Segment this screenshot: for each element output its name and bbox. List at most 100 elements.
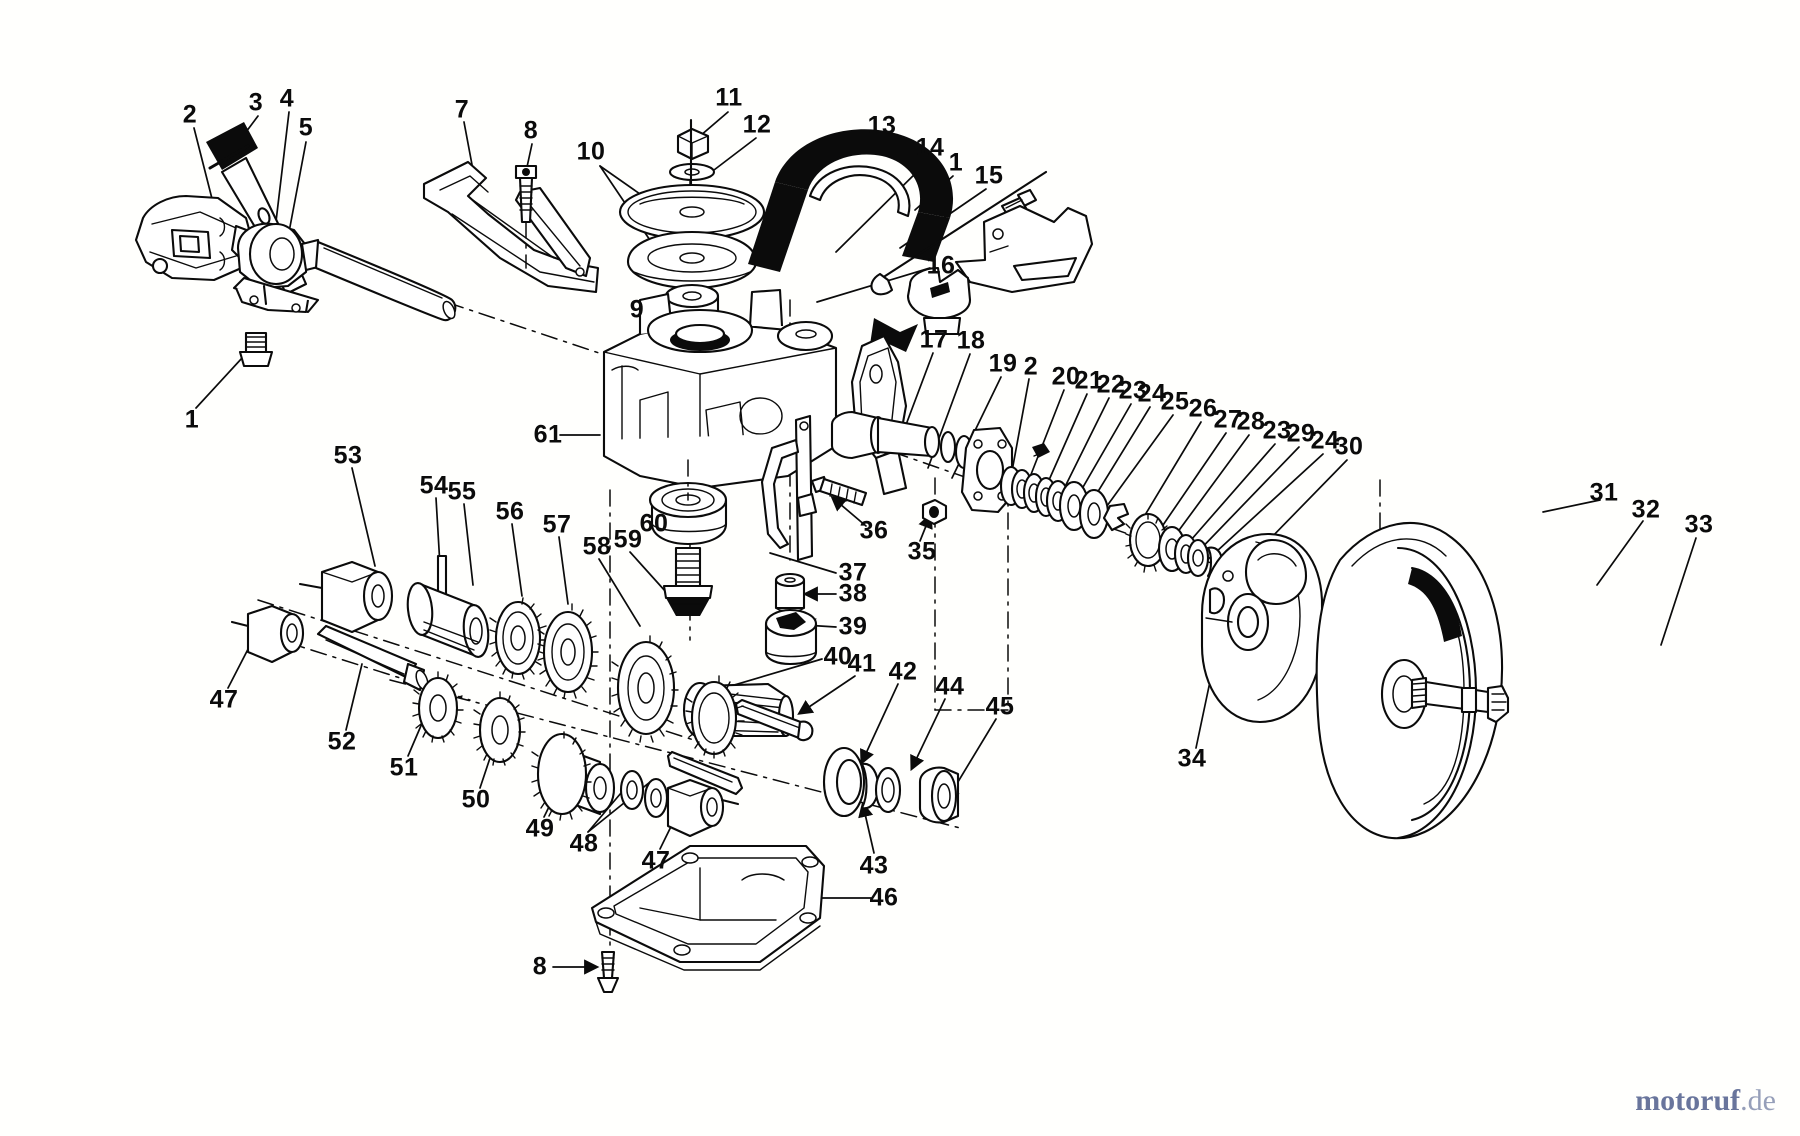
part-14-rod bbox=[870, 170, 1048, 296]
callout-5: 5 bbox=[298, 113, 314, 142]
callout-21: 21 bbox=[1074, 366, 1104, 395]
callout-9: 9 bbox=[629, 295, 645, 324]
callout-7: 7 bbox=[454, 95, 470, 124]
callout-39: 39 bbox=[838, 612, 868, 641]
part-8-screw-lower bbox=[596, 950, 620, 994]
callout-57: 57 bbox=[542, 510, 572, 539]
callout-26: 26 bbox=[1188, 394, 1218, 423]
callout-40: 40 bbox=[823, 642, 853, 671]
watermark-suffix: .de bbox=[1740, 1084, 1776, 1117]
part-58-gear bbox=[611, 635, 679, 743]
callout-32: 32 bbox=[1631, 495, 1661, 524]
callout-12: 12 bbox=[742, 110, 772, 139]
part-39-cam bbox=[764, 608, 818, 666]
callout-8-lower: 8 bbox=[532, 952, 548, 981]
callout-55: 55 bbox=[447, 477, 477, 506]
callout-1-upper-right: 1 bbox=[948, 148, 964, 177]
part-35-nut bbox=[921, 498, 948, 526]
part-38-bushing bbox=[774, 572, 806, 612]
callout-50: 50 bbox=[461, 785, 491, 814]
part-30-34-wheel-hub bbox=[1200, 532, 1324, 724]
callout-30: 30 bbox=[1334, 432, 1364, 461]
part-7-bracket bbox=[422, 160, 600, 294]
callout-28: 28 bbox=[1236, 407, 1266, 436]
callout-2-axle: 2 bbox=[1023, 352, 1039, 381]
part-41-pin bbox=[734, 698, 814, 742]
callout-35: 35 bbox=[907, 537, 937, 566]
callout-13: 13 bbox=[867, 111, 897, 140]
callout-15: 15 bbox=[974, 161, 1004, 190]
callout-10: 10 bbox=[576, 137, 606, 166]
callout-41: 41 bbox=[847, 649, 877, 678]
callout-34: 34 bbox=[1177, 744, 1207, 773]
callout-23-b: 23 bbox=[1262, 416, 1292, 445]
part-10-pulley-lower bbox=[626, 230, 758, 290]
callout-8-upper: 8 bbox=[523, 116, 539, 145]
callout-24-b: 24 bbox=[1310, 426, 1340, 455]
part-41-pin-2 bbox=[666, 750, 744, 796]
part-56-gear bbox=[489, 597, 548, 680]
callout-49: 49 bbox=[525, 814, 555, 843]
callout-45: 45 bbox=[985, 692, 1015, 721]
part-59-bolt bbox=[662, 459, 714, 616]
callout-18: 18 bbox=[956, 326, 986, 355]
callout-27: 27 bbox=[1213, 405, 1243, 434]
callout-56: 56 bbox=[495, 497, 525, 526]
part-8-screw-upper bbox=[514, 164, 538, 269]
callout-19: 19 bbox=[988, 349, 1018, 378]
watermark-prefix: motoruf bbox=[1635, 1084, 1741, 1117]
leader-lines bbox=[193, 111, 1697, 975]
part-51-gear bbox=[412, 671, 464, 743]
watermark: motoruf.de bbox=[1635, 1084, 1776, 1118]
callout-16: 16 bbox=[926, 251, 956, 280]
callout-38: 38 bbox=[838, 579, 868, 608]
callout-43: 43 bbox=[859, 851, 889, 880]
part-37-shift-fork bbox=[760, 414, 818, 562]
parts-42-45-seal-stack bbox=[822, 746, 960, 824]
callout-60: 60 bbox=[639, 509, 669, 538]
callout-51: 51 bbox=[389, 753, 419, 782]
part-19-bracket-plate bbox=[960, 426, 1014, 514]
callout-2: 2 bbox=[182, 100, 198, 129]
callout-11: 11 bbox=[715, 83, 743, 112]
part-57-gear bbox=[537, 603, 599, 699]
callout-4: 4 bbox=[279, 84, 295, 113]
callout-33: 33 bbox=[1684, 510, 1714, 539]
callout-52: 52 bbox=[327, 727, 357, 756]
callout-29: 29 bbox=[1286, 419, 1316, 448]
callout-53: 53 bbox=[333, 441, 363, 470]
part-16-clamp bbox=[906, 266, 972, 336]
part-49-gear-hub bbox=[531, 731, 616, 821]
part-5-pivot-housing bbox=[232, 222, 457, 322]
part-50-gear bbox=[473, 691, 526, 766]
callout-23-a: 23 bbox=[1118, 376, 1148, 405]
part-36-screw bbox=[810, 475, 868, 507]
callout-59: 59 bbox=[613, 525, 643, 554]
part-1-bolt-left bbox=[238, 331, 274, 368]
part-13-v-belt bbox=[748, 129, 954, 272]
callout-47-right: 47 bbox=[641, 846, 671, 875]
part-48-washers bbox=[619, 769, 669, 819]
part-55-sleeve bbox=[406, 582, 490, 658]
part-17-shift-lever bbox=[850, 318, 918, 496]
callout-37: 37 bbox=[838, 558, 868, 587]
part-47-bushing-left bbox=[230, 604, 305, 664]
part-32-33-axle-bolt bbox=[1410, 676, 1510, 724]
callout-47-left: 47 bbox=[209, 685, 239, 714]
part-52-shaft bbox=[316, 624, 429, 692]
callout-25: 25 bbox=[1160, 387, 1190, 416]
part-31-tire bbox=[1315, 522, 1504, 840]
callout-58: 58 bbox=[582, 532, 612, 561]
callout-46: 46 bbox=[869, 883, 899, 912]
callout-44: 44 bbox=[935, 672, 965, 701]
part-2-clip-small bbox=[1032, 443, 1050, 458]
part-46-oil-pan bbox=[590, 844, 826, 971]
callout-31: 31 bbox=[1589, 478, 1619, 507]
callout-24-a: 24 bbox=[1137, 379, 1167, 408]
part-10-pulley-upper bbox=[618, 183, 766, 241]
callout-42: 42 bbox=[888, 657, 918, 686]
part-61-gear-case bbox=[602, 288, 838, 490]
lower-gear-cluster bbox=[685, 675, 745, 759]
